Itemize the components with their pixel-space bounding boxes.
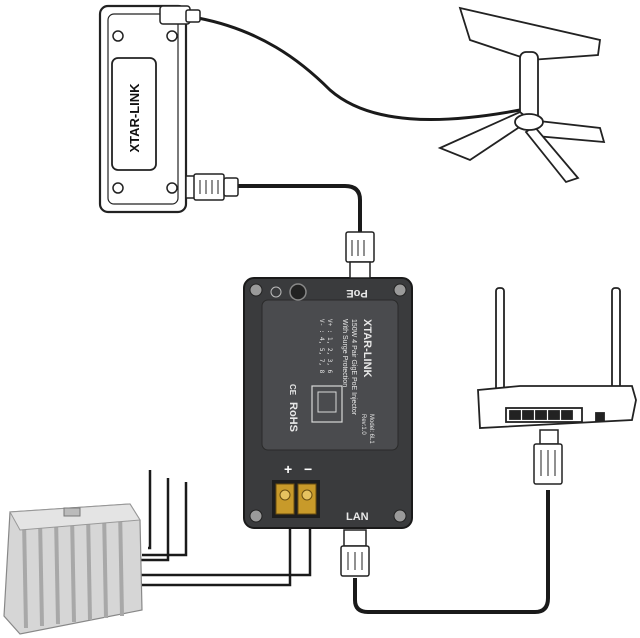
screw-icon [393, 283, 407, 297]
lan-port-label: LAN [346, 511, 369, 523]
router [477, 287, 637, 429]
screw-icon [249, 509, 263, 523]
dc-converter [3, 503, 143, 635]
poe-port-label: PoE [346, 287, 367, 299]
injector-model: Model: 6L1 [368, 414, 374, 444]
screw-icon [393, 509, 407, 523]
radio-module-brand: XTAR-LINK [127, 83, 142, 153]
injector-brand: XTAR-LINK [361, 319, 373, 378]
terminal-block [272, 480, 320, 518]
ce-mark: CE [288, 384, 297, 396]
antenna-cable [197, 16, 521, 122]
injector-spec-line2: V- : 4, 5, 7, 8 [318, 319, 325, 374]
antenna [437, 6, 606, 184]
rj45-plug-lan [340, 529, 370, 577]
poe-injector: PoE XTAR-LINK 150W 4 Pair GigE PoE Injec… [243, 277, 413, 529]
ground-screw-icon [289, 283, 307, 301]
minus-label: − [304, 461, 312, 477]
rj45-plug-router [533, 429, 563, 485]
rj45-plug-module [193, 173, 239, 201]
injector-title-line1: 150W 4 Pair GigE PoE Injector [350, 319, 357, 416]
rj45-plug-poe [345, 231, 375, 279]
rohs-mark: RoHS [287, 402, 299, 432]
injector-spec-line1: V+ : 1, 2, 3, 6 [326, 319, 333, 374]
lan-ethernet-cable [353, 490, 550, 614]
injector-rev: Rev:1.0 [360, 414, 366, 435]
poe-ethernet-cable [236, 184, 362, 232]
rj45-port-graphic [311, 385, 343, 423]
ground-symbol-icon [270, 286, 282, 298]
plus-label: + [284, 461, 292, 477]
injector-title-line2: With Surge Protection [341, 319, 348, 387]
screw-icon [249, 283, 263, 297]
power-wires [138, 470, 312, 587]
